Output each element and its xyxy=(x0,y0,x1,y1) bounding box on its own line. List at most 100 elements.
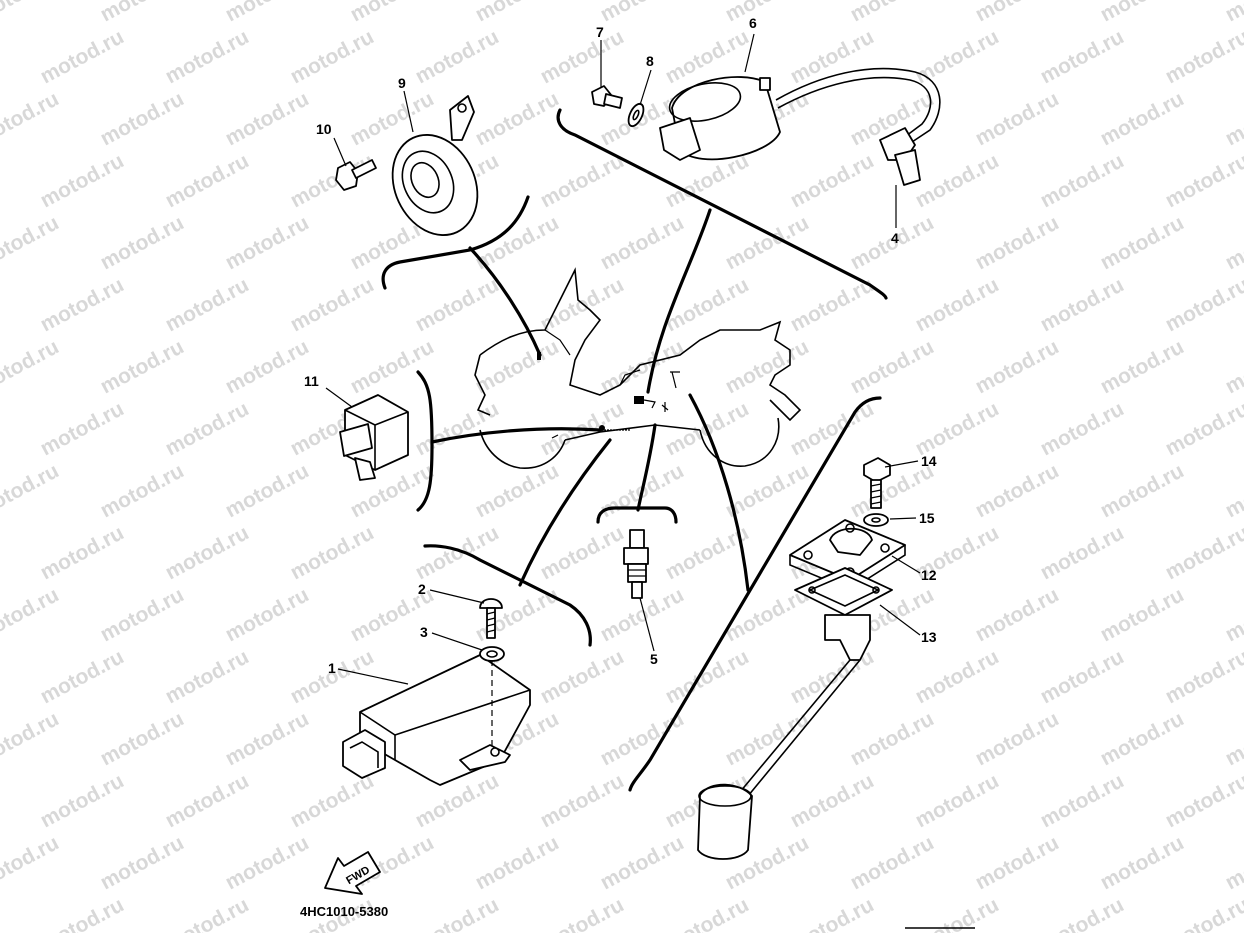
watermark-text: motod.ru xyxy=(537,25,628,88)
fuel-sender-bolt-part xyxy=(863,457,891,509)
watermark-text: motod.ru xyxy=(0,25,3,88)
callout-leaders xyxy=(325,33,921,685)
fuel-float-arm-part xyxy=(697,614,871,860)
watermark-text: motod.ru xyxy=(722,0,813,26)
fuel-sender-gasket-part xyxy=(794,567,893,616)
watermark-text: motod.ru xyxy=(412,521,503,584)
watermark-text: motod.ru xyxy=(787,645,878,708)
watermark-text: motod.ru xyxy=(0,397,3,460)
motorcycle-silhouette xyxy=(474,267,802,469)
watermark-text: motod.ru xyxy=(162,645,253,708)
watermark-text: motod.ru xyxy=(1037,893,1128,933)
watermark-text: motod.ru xyxy=(972,87,1063,150)
watermark-text: motod.ru xyxy=(0,831,63,894)
watermark-text: motod.ru xyxy=(0,273,3,336)
watermark-text: motod.ru xyxy=(1222,459,1244,522)
watermark-text: motod.ru xyxy=(222,87,313,150)
ignition-coil-part xyxy=(659,67,941,161)
watermark-text: motod.ru xyxy=(97,831,188,894)
watermark-text: motod.ru xyxy=(1222,583,1244,646)
watermark-text: motod.ru xyxy=(472,87,563,150)
horn-part xyxy=(391,95,479,236)
watermark-text: motod.ru xyxy=(1037,769,1128,832)
callout-1: 1 xyxy=(328,660,336,676)
watermark-text: motod.ru xyxy=(222,707,313,770)
watermark-text: motod.ru xyxy=(912,273,1003,336)
watermark-text: motod.ru xyxy=(1037,273,1128,336)
watermark-text: motod.ru xyxy=(222,0,313,26)
watermark-text: motod.ru xyxy=(1222,335,1244,398)
watermark-text: motod.ru xyxy=(1162,893,1244,933)
watermark-text: motod.ru xyxy=(972,335,1063,398)
watermark-text: motod.ru xyxy=(472,0,563,26)
watermark-text: motod.ru xyxy=(847,831,938,894)
watermark-text: motod.ru xyxy=(37,149,128,212)
watermark-text: motod.ru xyxy=(1037,149,1128,212)
coil-washer-part xyxy=(627,102,645,128)
watermark-text: motod.ru xyxy=(597,335,688,398)
watermark-text: motod.ru xyxy=(1162,149,1244,212)
watermark-text: motod.ru xyxy=(222,831,313,894)
watermark-text: motod.ru xyxy=(537,893,628,933)
watermark-text: motod.ru xyxy=(787,769,878,832)
watermark-text: motod.ru xyxy=(162,397,253,460)
callout-10: 10 xyxy=(316,121,332,137)
watermark-text: motod.ru xyxy=(722,335,813,398)
watermark-text: motod.ru xyxy=(537,645,628,708)
watermark-text: motod.ru xyxy=(0,645,3,708)
screw-part xyxy=(479,598,503,639)
watermark-text: motod.ru xyxy=(1097,583,1188,646)
watermark-text: motod.ru xyxy=(1222,87,1244,150)
callout-6: 6 xyxy=(749,15,757,31)
callout-15: 15 xyxy=(919,510,935,526)
callout-8: 8 xyxy=(646,53,654,69)
watermark-text: motod.ru xyxy=(162,25,253,88)
watermark-text: motod.ru xyxy=(1097,0,1188,26)
callout-labels: 1 2 3 4 5 6 7 8 9 10 11 12 13 14 15 xyxy=(304,15,937,676)
watermark-text: motod.ru xyxy=(847,707,938,770)
watermark-text: motod.ru xyxy=(97,459,188,522)
watermark-text: motod.ru xyxy=(972,0,1063,26)
watermark-text: motod.ru xyxy=(412,273,503,336)
watermark-text: motod.ru xyxy=(162,769,253,832)
watermark-text: motod.ru xyxy=(1097,459,1188,522)
watermark-text: motod.ru xyxy=(847,0,938,26)
watermark-text: motod.ru xyxy=(912,769,1003,832)
watermark-text: motod.ru xyxy=(972,583,1063,646)
watermark-text: motod.ru xyxy=(662,893,753,933)
watermark-text: motod.ru xyxy=(37,25,128,88)
watermark-text: motod.ru xyxy=(412,25,503,88)
watermark-text: motod.ru xyxy=(37,521,128,584)
spark-plug-cap-part xyxy=(879,127,921,186)
watermark-text: motod.ru xyxy=(412,893,503,933)
watermark-text: motod.ru xyxy=(97,211,188,274)
horn-bolt-part xyxy=(335,159,377,191)
fuel-sender-washer-part xyxy=(863,513,889,527)
washer-part xyxy=(479,646,505,748)
watermark-text: motod.ru xyxy=(222,211,313,274)
watermark-text: motod.ru xyxy=(1162,273,1244,336)
watermark-text: motod.ru xyxy=(0,211,63,274)
watermark-text: motod.ru xyxy=(597,211,688,274)
watermark-text: motod.ru xyxy=(97,87,188,150)
watermark-text: motod.ru xyxy=(722,211,813,274)
watermark-text: motod.ru xyxy=(472,831,563,894)
watermark-text: motod.ru xyxy=(1037,521,1128,584)
watermark-text: motod.ru xyxy=(0,459,63,522)
watermark-text: motod.ru xyxy=(537,149,628,212)
watermark-text: motod.ru xyxy=(1222,211,1244,274)
watermark-text: motod.ru xyxy=(37,769,128,832)
callout-3: 3 xyxy=(420,624,428,640)
watermark-text: motod.ru xyxy=(1162,397,1244,460)
watermark-text: motod.ru xyxy=(222,335,313,398)
callout-4: 4 xyxy=(891,230,899,246)
watermark-text: motod.ru xyxy=(597,0,688,26)
watermark-text: motod.ru xyxy=(0,521,3,584)
watermark-text: motod.ru xyxy=(1222,831,1244,894)
watermark-text: motod.ru xyxy=(0,87,63,150)
watermark-text: motod.ru xyxy=(972,459,1063,522)
watermark-text: motod.ru xyxy=(912,25,1003,88)
watermark-text: motod.ru xyxy=(162,273,253,336)
watermark-text: motod.ru xyxy=(912,397,1003,460)
